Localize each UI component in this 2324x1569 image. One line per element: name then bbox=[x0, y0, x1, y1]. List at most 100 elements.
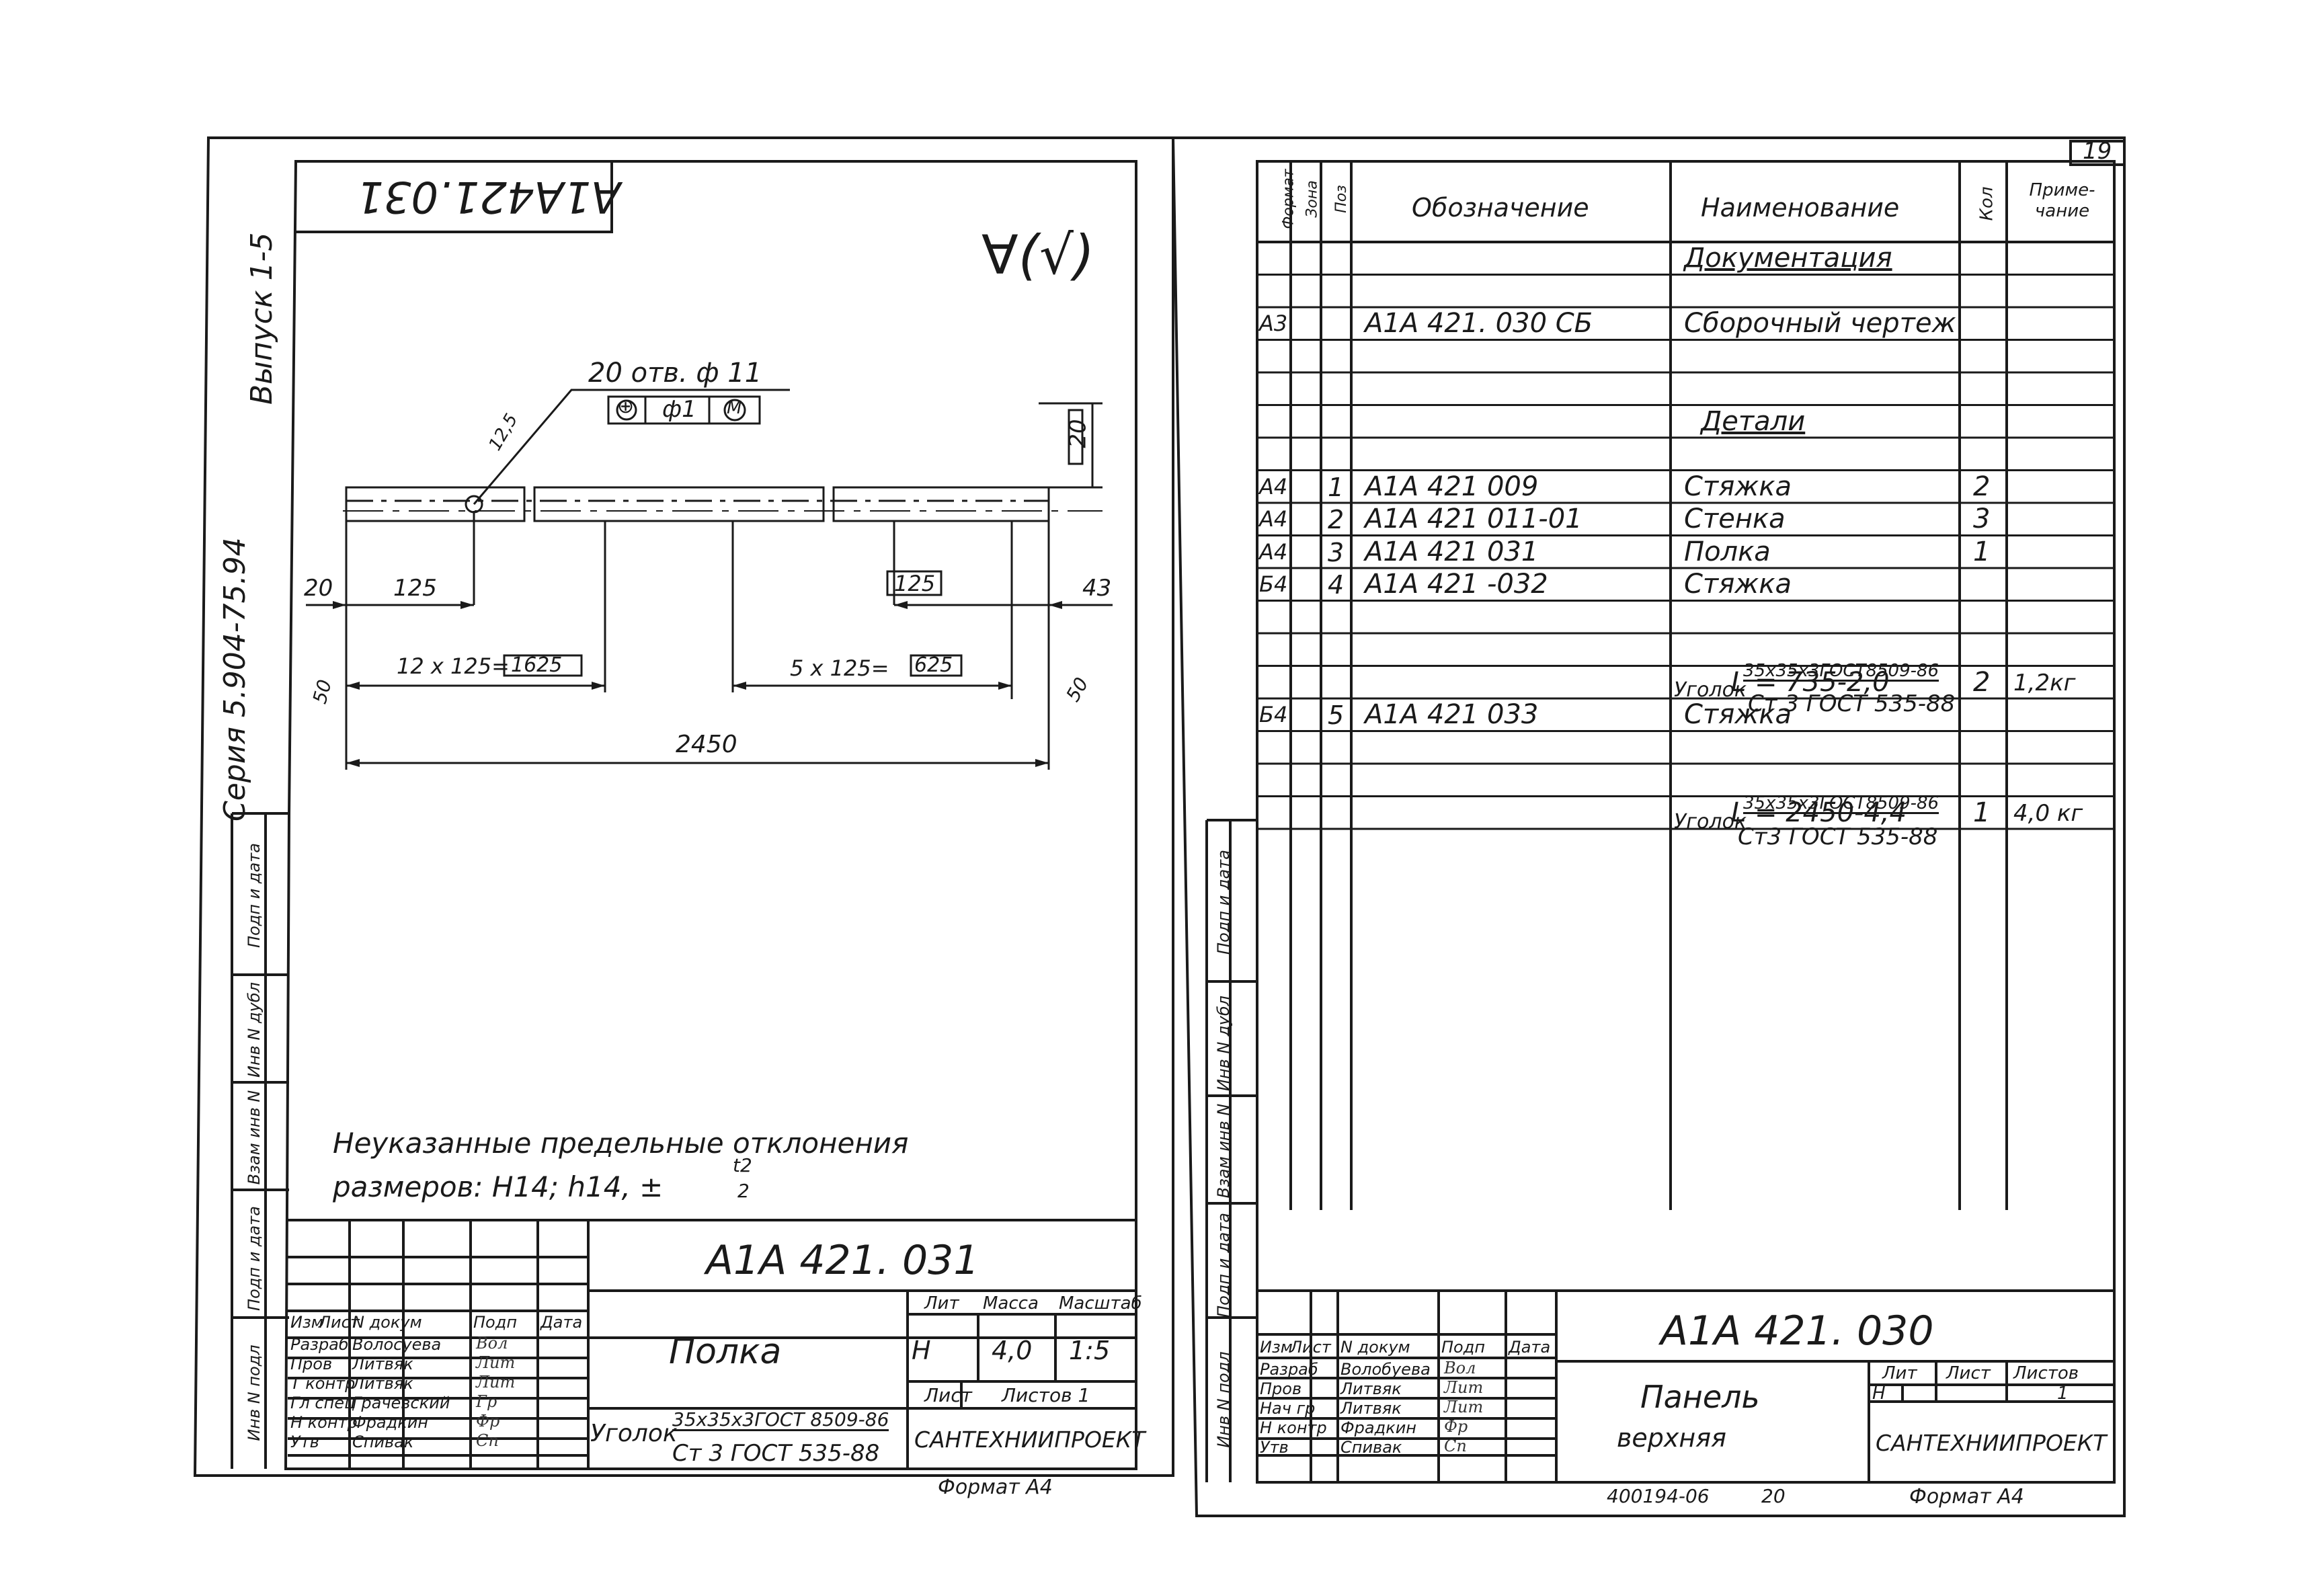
signature: Лит bbox=[476, 1353, 516, 1372]
left-material-num: 35x35x3ГОСТ 8509-86 bbox=[672, 1408, 889, 1431]
right-lit-value: Н bbox=[1872, 1383, 1886, 1404]
dim-1625: 1625 bbox=[511, 653, 563, 677]
title-person-cell: Фрадкин bbox=[352, 1413, 428, 1432]
side-stamp-label: Подп и дата bbox=[245, 1206, 264, 1311]
signature: Фр bbox=[476, 1412, 500, 1431]
spec-header-name: Наименование bbox=[1701, 193, 1900, 223]
spec-cell-name: Стяжка bbox=[1684, 699, 1792, 730]
spec-header-pos: Поз bbox=[1332, 185, 1350, 213]
tolerance-symbol: ⊕ bbox=[617, 395, 635, 418]
spec-material4-prefix: Уголок bbox=[1674, 678, 1747, 702]
spec-cell-qty: 3 bbox=[1973, 504, 1991, 534]
dim-5x125: 5 x 125= bbox=[790, 655, 889, 681]
spec-header-note: Приме-чание bbox=[2029, 180, 2095, 222]
spec-header-designation: Обозначение bbox=[1412, 193, 1589, 223]
left-format: Формат А4 bbox=[938, 1476, 1053, 1499]
side-stamp-label: Взам инв N bbox=[1214, 1103, 1233, 1199]
spec-cell-name: Стенка bbox=[1684, 504, 1786, 534]
archive-number: 400194-06 bbox=[1607, 1485, 1710, 1507]
title-header-cell: Подп bbox=[1441, 1338, 1486, 1357]
series-text: Серия 5.904-75.94 bbox=[218, 537, 252, 821]
spec-cell-qty: 1 bbox=[1973, 797, 1991, 828]
dim-20-height: 20 bbox=[1064, 419, 1092, 448]
spec-cell-pos: 5 bbox=[1328, 700, 1345, 730]
left-lit-label: Лит bbox=[924, 1293, 959, 1314]
title-person-cell: Литвяк bbox=[1340, 1399, 1402, 1418]
signature: Гр bbox=[476, 1392, 497, 1411]
spec-cell-qty: 2 bbox=[1973, 471, 1991, 502]
signature: Вол bbox=[1444, 1359, 1476, 1377]
signature: Лит bbox=[1444, 1378, 1484, 1397]
dim-125-right: 125 bbox=[894, 571, 936, 596]
left-designation-rotated: A1A421.031 bbox=[356, 171, 620, 221]
title-header-cell: Подп bbox=[473, 1313, 518, 1332]
title-header-cell: N докум bbox=[1340, 1338, 1410, 1357]
dim-12x125: 12 x 125= bbox=[397, 653, 510, 679]
tolerance-note-line2: размеров: H14; h14, ± bbox=[333, 1170, 664, 1203]
dim-2450: 2450 bbox=[676, 731, 737, 758]
signature: Лит bbox=[1444, 1398, 1484, 1416]
spec-header-zone: Зона bbox=[1304, 180, 1321, 218]
right-sheets-value: 1 bbox=[2057, 1383, 2069, 1404]
issue-text: Выпуск 1-5 bbox=[245, 232, 279, 405]
title-person-cell: Литвяк bbox=[352, 1355, 413, 1373]
spec-cell-designation: A1A 421 011-01 bbox=[1365, 504, 1582, 534]
spec-cell-note: 1,2кг bbox=[2013, 669, 2076, 696]
title-header-cell: Лист bbox=[1290, 1338, 1331, 1357]
spec-cell-designation: A1A 421. 030 СБ bbox=[1365, 308, 1593, 339]
title-person-cell: Спивак bbox=[1340, 1438, 1402, 1457]
spec-cell-format: А3 bbox=[1259, 311, 1288, 336]
side-stamp-label: Подп и дата bbox=[1214, 850, 1233, 955]
spec-cell-qty: 2 bbox=[1973, 666, 1991, 698]
left-lit-value: Н bbox=[912, 1336, 931, 1365]
left-sheets-label: Листов 1 bbox=[1002, 1384, 1090, 1406]
signature: Сп bbox=[476, 1431, 499, 1450]
signature: Фр bbox=[1444, 1417, 1468, 1436]
title-header-cell: Дата bbox=[1509, 1338, 1551, 1357]
title-person-cell: Волосуева bbox=[352, 1335, 442, 1354]
spec-cell-note: 4,0 кг bbox=[2013, 799, 2083, 827]
archive-page: 20 bbox=[1761, 1485, 1786, 1507]
title-header-cell: Изм bbox=[290, 1313, 323, 1332]
spec-cell-format: А4 bbox=[1259, 538, 1288, 565]
title-role-cell: Пров bbox=[1260, 1379, 1302, 1398]
spec-cell-format: Б4 bbox=[1259, 571, 1288, 597]
left-company: САНТЕХНИИПРОЕКТ bbox=[914, 1426, 1146, 1453]
left-scale-value: 1:5 bbox=[1069, 1336, 1111, 1365]
dim-625: 625 bbox=[914, 653, 953, 677]
spec-cell-qty: 1 bbox=[1973, 536, 1991, 567]
title-header-cell: N докум bbox=[352, 1313, 422, 1332]
spec-cell-pos: 1 bbox=[1328, 472, 1345, 502]
dim-20: 20 bbox=[304, 575, 333, 602]
spec-header-qty: Кол bbox=[1976, 186, 1997, 221]
spec-cell-pos: 4 bbox=[1328, 570, 1345, 600]
spec-cell-format: А4 bbox=[1259, 506, 1288, 532]
spec-cell-pos: 2 bbox=[1328, 505, 1345, 534]
title-role-cell: Н контр bbox=[290, 1413, 358, 1432]
roughness-symbol: ∀(√) bbox=[981, 224, 1095, 286]
signature: Сп bbox=[1444, 1437, 1467, 1455]
tolerance-note-line1: Неуказанные предельные отклонения bbox=[333, 1127, 909, 1160]
right-format: Формат А4 bbox=[1909, 1485, 2024, 1508]
left-material-prefix: Уголок bbox=[590, 1420, 678, 1447]
title-person-cell: Литвяк bbox=[352, 1374, 413, 1393]
left-title-name: Полка bbox=[669, 1332, 782, 1372]
title-person-cell: Фрадкин bbox=[1340, 1418, 1416, 1437]
spec-cell-pos: 3 bbox=[1328, 537, 1345, 567]
holes-callout: 20 отв. ф 11 bbox=[588, 358, 762, 389]
spec-cell-name: L = 735-2,0 bbox=[1731, 666, 1890, 698]
spec-material5-prefix: Уголок bbox=[1674, 810, 1747, 834]
side-stamp-label: Инв N дубл bbox=[245, 982, 264, 1078]
title-role-cell: Пров bbox=[290, 1355, 333, 1373]
left-scale-label: Масштаб bbox=[1059, 1293, 1142, 1314]
spec-cell-name: Документация bbox=[1684, 243, 1892, 274]
spec-cell-name: Стяжка bbox=[1684, 569, 1792, 600]
title-role-cell: Утв bbox=[1260, 1438, 1289, 1457]
title-role-cell: Разраб bbox=[1260, 1360, 1318, 1379]
tolerance-note-fraction-num: t2 bbox=[733, 1154, 752, 1176]
side-stamp-label: Инв N подл bbox=[245, 1344, 264, 1441]
dim-43: 43 bbox=[1082, 575, 1112, 602]
title-header-cell: Лист bbox=[319, 1313, 360, 1332]
left-mass-label: Масса bbox=[983, 1293, 1039, 1314]
